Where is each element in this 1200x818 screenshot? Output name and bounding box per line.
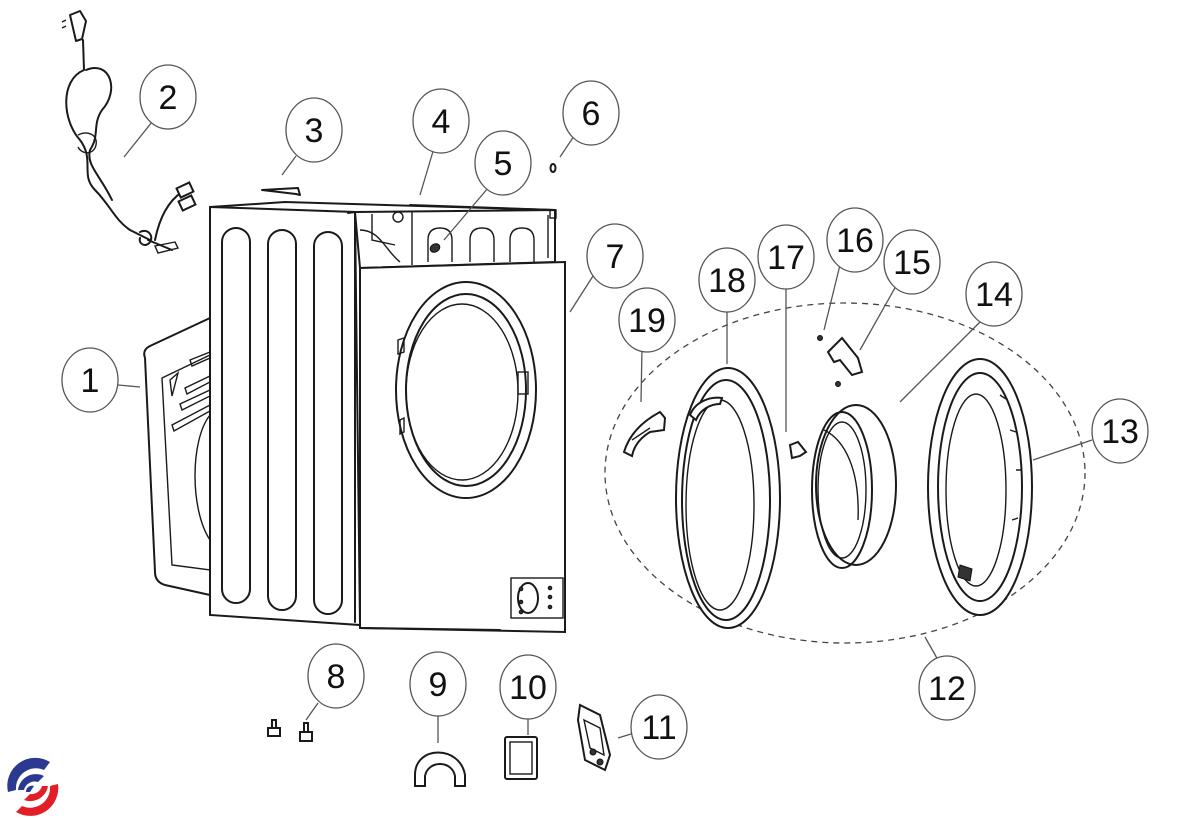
callout-bubble: [562, 80, 620, 146]
callout-number: 2: [159, 79, 178, 117]
callout-bubble: [409, 651, 467, 717]
callout-top-frame: 4: [412, 88, 470, 196]
callout-number: 7: [606, 238, 625, 276]
callout-adjustable-feet: 8: [305, 643, 365, 721]
callout-number: 13: [1101, 413, 1139, 451]
callout-number: 17: [767, 239, 805, 277]
callout-number: 12: [928, 670, 966, 708]
top-clip-illustration: [261, 187, 301, 196]
callout-bubble: [883, 229, 941, 295]
cabinet-illustration: [209, 201, 566, 634]
leader-line: [617, 733, 632, 739]
door-handle-illustration: [622, 410, 667, 458]
outer-door-frame-illustration: [675, 367, 781, 629]
leader-line: [281, 155, 297, 176]
callout-inner-door-frame: 13: [1032, 398, 1149, 464]
door-hinge-illustration: [817, 335, 864, 387]
power-cord-illustration: [61, 10, 197, 254]
callout-bubble: [965, 261, 1023, 327]
callout-bubble: [826, 207, 884, 273]
leader-line: [305, 702, 319, 721]
hose-bracket-illustration: [414, 751, 466, 787]
brand-swirl-logo: [7, 757, 59, 816]
callout-bubble: [474, 130, 532, 196]
callout-bubble: [757, 224, 815, 290]
callout-front-panel: 7: [569, 223, 644, 313]
callout-bubble: [1091, 398, 1149, 464]
leader-line: [1032, 439, 1093, 461]
callout-outer-door-frame: 18: [698, 247, 756, 364]
callout-bubble: [307, 643, 365, 709]
leader-line: [419, 147, 435, 196]
leader-line: [859, 285, 897, 351]
leader-line: [569, 275, 594, 313]
adjustable-feet-illustration: [267, 719, 313, 742]
callout-door-assembly: 12: [918, 636, 976, 721]
callout-number: 1: [81, 362, 100, 400]
leader-line: [924, 636, 939, 661]
callout-hinge-screw: 16: [823, 207, 884, 331]
callout-number: 18: [708, 262, 746, 300]
leader-line: [823, 264, 841, 331]
leader-line: [559, 135, 575, 158]
control-module-illustration: [576, 703, 612, 772]
callout-control-module: 11: [617, 694, 688, 760]
leader-line: [640, 347, 643, 403]
callout-power-cord: 2: [123, 64, 197, 158]
callout-bubble: [285, 97, 343, 163]
door-glass-illustration: [811, 404, 897, 569]
callout-bubble: [499, 654, 557, 720]
callout-door-hook: 17: [757, 224, 815, 432]
callout-service-flap: 10: [499, 654, 557, 735]
door-hook-illustration: [788, 440, 808, 460]
screw-illustration: [549, 163, 557, 173]
leader-line: [443, 187, 489, 241]
callout-top-clip: 3: [281, 97, 343, 176]
callout-number: 11: [641, 709, 676, 747]
callout-number: 5: [494, 145, 513, 183]
callout-bubble: [698, 247, 756, 313]
callout-number: 14: [975, 276, 1013, 314]
callout-door-handle: 19: [618, 287, 676, 403]
leader-line: [117, 384, 141, 388]
callout-bubble: [918, 655, 976, 721]
callout-rear-panel: 1: [61, 347, 141, 413]
door-assembly-outline: [604, 302, 1086, 644]
callout-bubble: [139, 64, 197, 130]
leader-line: [123, 121, 153, 158]
callout-number: 9: [429, 666, 448, 704]
callout-screw: 6: [559, 80, 620, 158]
callout-number: 6: [582, 95, 601, 133]
callout-bubble: [630, 694, 688, 760]
callout-bubble: [586, 223, 644, 289]
callout-hose-bracket: 9: [409, 651, 467, 743]
callout-grommet: 5: [443, 130, 532, 241]
callout-number: 3: [305, 112, 324, 150]
rear-panel-illustration: [143, 317, 211, 596]
inner-door-frame-illustration: [927, 358, 1033, 616]
callout-bubble: [61, 347, 119, 413]
callout-bubble: [412, 88, 470, 154]
callout-number: 8: [327, 658, 346, 696]
callout-bubble: [618, 287, 676, 353]
service-flap-illustration: [504, 736, 538, 780]
callout-number: 4: [432, 103, 451, 141]
callout-number: 15: [893, 244, 931, 282]
leader-line: [899, 319, 983, 403]
callout-number: 19: [628, 302, 666, 340]
callout-door-glass: 14: [899, 261, 1023, 403]
callout-number: 16: [836, 222, 874, 260]
callout-door-hinge: 15: [859, 229, 941, 351]
callout-number: 10: [509, 669, 547, 707]
